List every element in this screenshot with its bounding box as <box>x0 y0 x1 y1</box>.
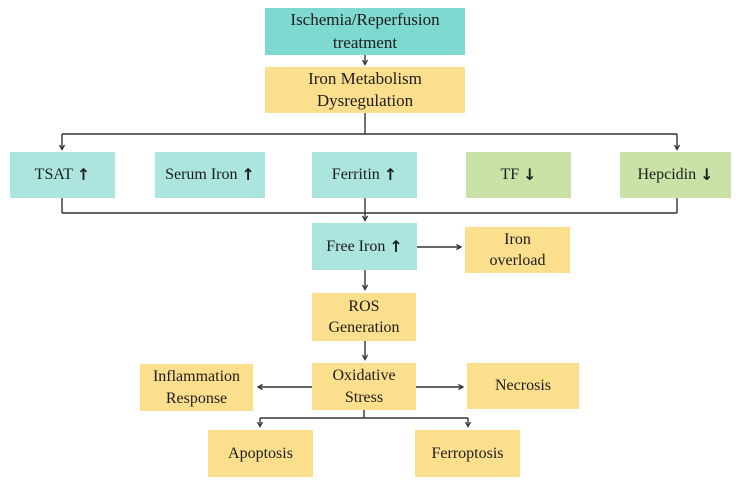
node-oxidative-stress: Oxidative Stress <box>312 363 416 410</box>
node-label: Ferritin <box>331 166 380 184</box>
node-hepcidin: Hepcidin ↓ <box>620 152 731 198</box>
node-label: Necrosis <box>495 377 551 395</box>
node-necrosis: Necrosis <box>467 363 579 409</box>
up-arrow-icon: ↑ <box>241 165 255 184</box>
node-label: Ferroptosis <box>431 444 504 462</box>
up-arrow-icon: ↑ <box>383 165 398 184</box>
node-label: Iron Metabolism Dysregulation <box>308 68 422 110</box>
node-serum-iron: Serum Iron ↑ <box>155 152 265 198</box>
node-label: Inflammation Response <box>152 368 241 407</box>
node-label: Apoptosis <box>228 444 293 462</box>
node-label: Ischemia/Reperfusion treatment <box>290 10 440 52</box>
node-tsat: TSAT ↑ <box>10 152 115 198</box>
node-label: Oxidative Stress <box>332 367 396 406</box>
node-iron-metabolism-dysregulation: Iron Metabolism Dysregulation <box>265 67 465 113</box>
node-ros-generation: ROS Generation <box>312 293 416 341</box>
node-label: ROS Generation <box>328 297 400 336</box>
node-iron-overload: Iron overload <box>465 227 570 273</box>
node-label: Hepcidin <box>637 166 697 184</box>
node-ferroptosis: Ferroptosis <box>415 430 520 477</box>
node-label: Free Iron <box>326 237 386 255</box>
node-label: TSAT <box>34 166 73 184</box>
node-label: Serum Iron <box>165 166 238 184</box>
node-inflammation-response: Inflammation Response <box>140 364 253 411</box>
up-arrow-icon: ↑ <box>389 236 403 256</box>
node-tf: TF ↓ <box>466 152 571 198</box>
down-arrow-icon: ↓ <box>700 165 714 184</box>
node-ferritin: Ferritin ↑ <box>312 152 417 198</box>
node-free-iron: Free Iron ↑ <box>312 223 417 270</box>
node-label: TF <box>500 166 520 184</box>
node-apoptosis: Apoptosis <box>208 430 313 477</box>
node-ischemia-reperfusion-treatment: Ischemia/Reperfusion treatment <box>265 8 465 55</box>
node-label: Iron overload <box>489 230 546 269</box>
up-arrow-icon: ↑ <box>76 165 91 184</box>
down-arrow-icon: ↓ <box>523 165 537 184</box>
